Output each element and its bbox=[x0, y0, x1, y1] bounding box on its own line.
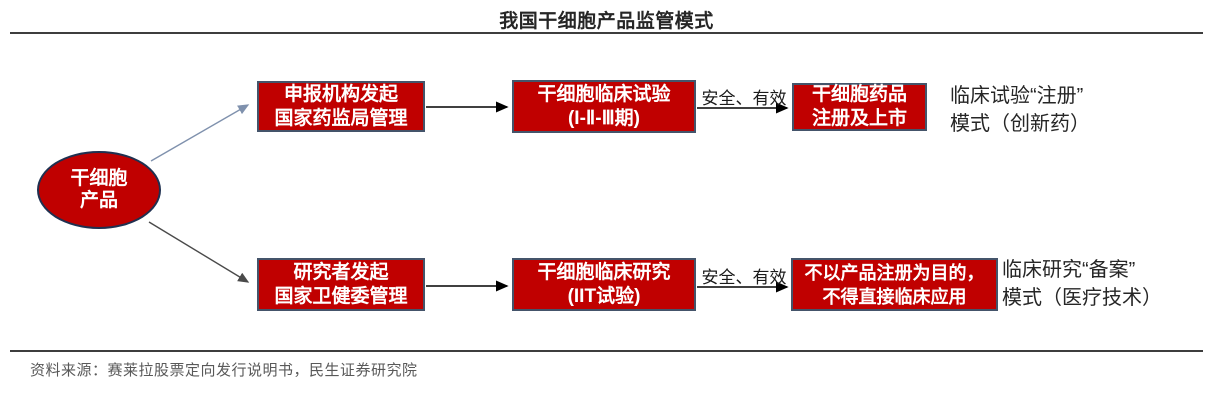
node-label-line: (I-Ⅱ-Ⅲ期) bbox=[567, 107, 641, 129]
bottom-divider bbox=[10, 350, 1203, 352]
node-label-line: 干细胞药品 bbox=[811, 84, 907, 105]
node-label-line: (IIT试验) bbox=[567, 285, 641, 307]
arrow-root-to-bottom bbox=[148, 221, 250, 283]
node-label-line: 国家药监局管理 bbox=[274, 107, 408, 129]
node-stem-cell-product: 干细胞 产品 bbox=[37, 151, 161, 229]
node-label-line: 不以产品注册为目的， bbox=[804, 262, 985, 283]
mode-label-registration: 临床试验“注册” 模式（创新药） bbox=[950, 82, 1090, 138]
mode-label-line: 临床研究“备案” bbox=[1002, 259, 1136, 281]
node-label-line: 注册及上市 bbox=[811, 108, 907, 129]
node-top-initiator: 申报机构发起 国家药监局管理 bbox=[257, 81, 425, 132]
node-label-line: 不得直接临床应用 bbox=[822, 286, 967, 307]
mode-label-line: 临床试验“注册” bbox=[950, 85, 1084, 107]
page-title: 我国干细胞产品监管模式 bbox=[499, 11, 714, 32]
node-bottom-initiator: 研究者发起 国家卫健委管理 bbox=[257, 258, 425, 311]
source-note: 资料来源：赛莱拉股票定向发行说明书，民生证券研究院 bbox=[30, 362, 418, 379]
edge-label-safe-effective-top: 安全、有效 bbox=[701, 89, 787, 108]
node-label-line: 研究者发起 bbox=[293, 261, 389, 283]
node-label-line: 干细胞临床试验 bbox=[537, 83, 671, 105]
node-label-line: 干细胞 bbox=[70, 168, 128, 189]
node-bottom-outcome: 不以产品注册为目的， 不得直接临床应用 bbox=[791, 258, 998, 311]
edge-label-safe-effective-bottom: 安全、有效 bbox=[701, 268, 787, 287]
mode-label-line: 模式（创新药） bbox=[950, 113, 1090, 135]
node-label-line: 产品 bbox=[79, 190, 118, 211]
node-bottom-clinical-research: 干细胞临床研究 (IIT试验) bbox=[512, 258, 696, 311]
node-top-outcome: 干细胞药品 注册及上市 bbox=[792, 83, 927, 131]
mode-label-record-filing: 临床研究“备案” 模式（医疗技术） bbox=[1002, 256, 1162, 312]
arrow-root-to-top bbox=[150, 104, 250, 162]
node-label-line: 干细胞临床研究 bbox=[537, 261, 671, 283]
node-label-line: 申报机构发起 bbox=[283, 83, 398, 105]
mode-label-line: 模式（医疗技术） bbox=[1002, 287, 1162, 309]
node-label-line: 国家卫健委管理 bbox=[274, 285, 408, 307]
node-top-clinical-trial: 干细胞临床试验 (I-Ⅱ-Ⅲ期) bbox=[512, 80, 696, 133]
top-divider bbox=[10, 32, 1203, 34]
